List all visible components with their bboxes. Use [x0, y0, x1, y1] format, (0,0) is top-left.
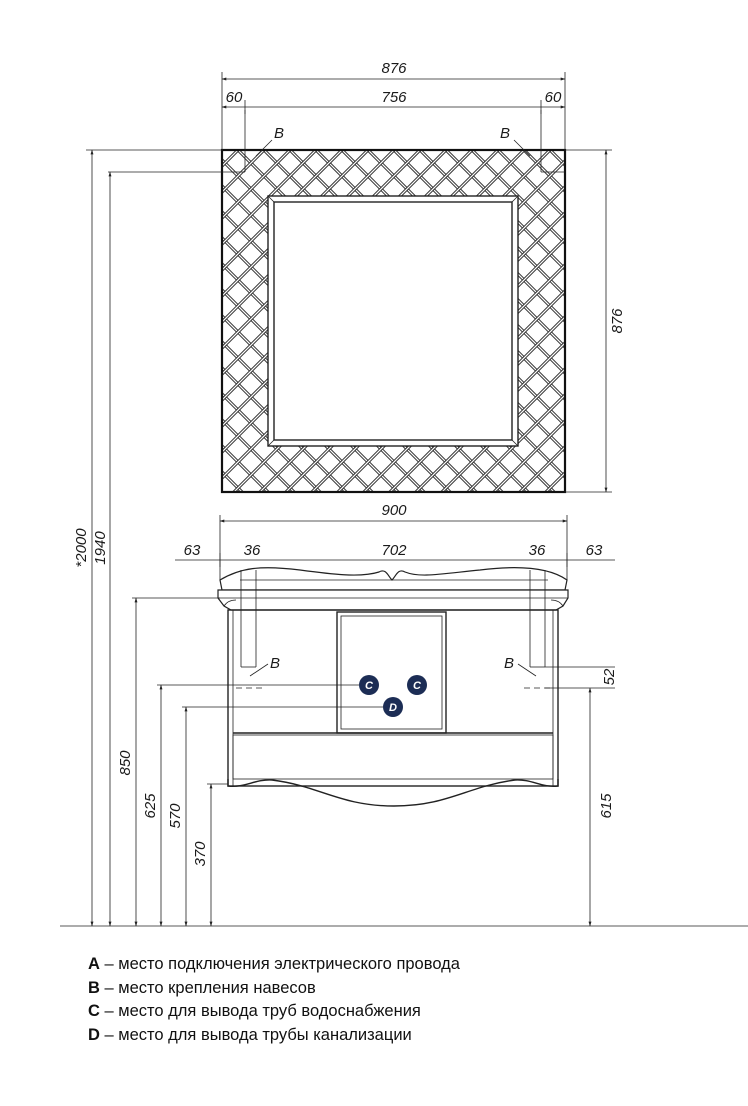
mirror-frame-lattice — [222, 150, 565, 492]
mirror-mount-label-left: B — [274, 125, 284, 142]
cabinet-dim-702: 702 — [381, 542, 407, 559]
legend-text-b: – место крепления навесов — [99, 978, 316, 997]
legend-text-d: – место для вывода трубы канализации — [99, 1025, 412, 1044]
legend-key-c: C — [88, 1002, 100, 1020]
countertop-basin — [219, 567, 568, 591]
legend-row-c: C – место для вывода труб водоснабжения — [88, 1000, 460, 1024]
drain-outlet-d: D — [383, 697, 403, 717]
legend-row-a: A – место подключения электрического про… — [88, 953, 460, 977]
mount-drop-dim: 52 — [601, 668, 618, 685]
mirror: B B 876 60 756 60 876 — [220, 60, 626, 494]
mirror-mount-height-dim: 1940 — [92, 531, 109, 565]
mirror-outer-frame — [220, 148, 567, 494]
mirror-mount-label-right: B — [500, 125, 510, 142]
cabinet-mount-label-right: B — [504, 655, 514, 672]
vertical-dimensions: *2000 1940 850 625 570 370 — [60, 149, 748, 927]
right-height-dim: 615 — [598, 793, 615, 819]
legend-row-d: D – место для вывода трубы канализации — [88, 1024, 460, 1048]
legend-key-b: B — [88, 978, 100, 997]
legend-key-a: A — [88, 955, 100, 973]
drawer — [232, 734, 554, 780]
mirror-glass-bevel — [267, 195, 519, 447]
countertop-slab — [217, 589, 569, 611]
countertop-height-dim: 850 — [117, 750, 134, 776]
drain-outlet-label: D — [389, 702, 397, 714]
cabinet-body — [227, 609, 559, 787]
legend-text-c: – место для вывода труб водоснабжения — [99, 1002, 421, 1020]
cabinet-dim-36-left: 36 — [244, 542, 261, 559]
water-outlet-c1: C — [359, 675, 379, 695]
drain-height-dim: 570 — [167, 803, 184, 829]
cabinet-width-dim: 900 — [381, 502, 407, 519]
total-height-dim: *2000 — [73, 528, 90, 568]
cabinet-dim-63-left: 63 — [184, 542, 201, 559]
legend: A – место подключения электрического про… — [88, 953, 460, 1047]
water-outlet-label-1: C — [365, 680, 374, 692]
water-outlet-c2: C — [407, 675, 427, 695]
cabinet-mount-label-left: B — [270, 655, 280, 672]
leader-b-left — [255, 139, 273, 157]
leader-b-right — [513, 139, 531, 157]
water-outlet-label-2: C — [413, 680, 422, 692]
water-outlet-badge-1 — [359, 675, 379, 695]
vanity-cabinet: B B C C D 900 63 36 702 36 63 — [175, 502, 618, 927]
mirror-height-dim: 876 — [609, 308, 626, 334]
legend-text-a: – место подключения электрического прово… — [99, 955, 460, 973]
cabinet-dim-63-right: 63 — [586, 542, 603, 559]
water-height-dim: 625 — [142, 793, 159, 819]
legend-row-b: B – место крепления навесов — [88, 977, 460, 1001]
mirror-glass — [273, 201, 513, 441]
mirror-width-dim: 876 — [381, 60, 407, 77]
cabinet-plinth — [227, 779, 559, 807]
legend-key-d: D — [88, 1025, 100, 1044]
base-height-dim: 370 — [192, 841, 209, 867]
mirror-frame-right-dim: 60 — [545, 89, 562, 106]
mirror-opening-dim: 756 — [381, 89, 407, 106]
mirror-frame-left-dim: 60 — [226, 89, 243, 106]
cabinet-dim-36-right: 36 — [529, 542, 546, 559]
